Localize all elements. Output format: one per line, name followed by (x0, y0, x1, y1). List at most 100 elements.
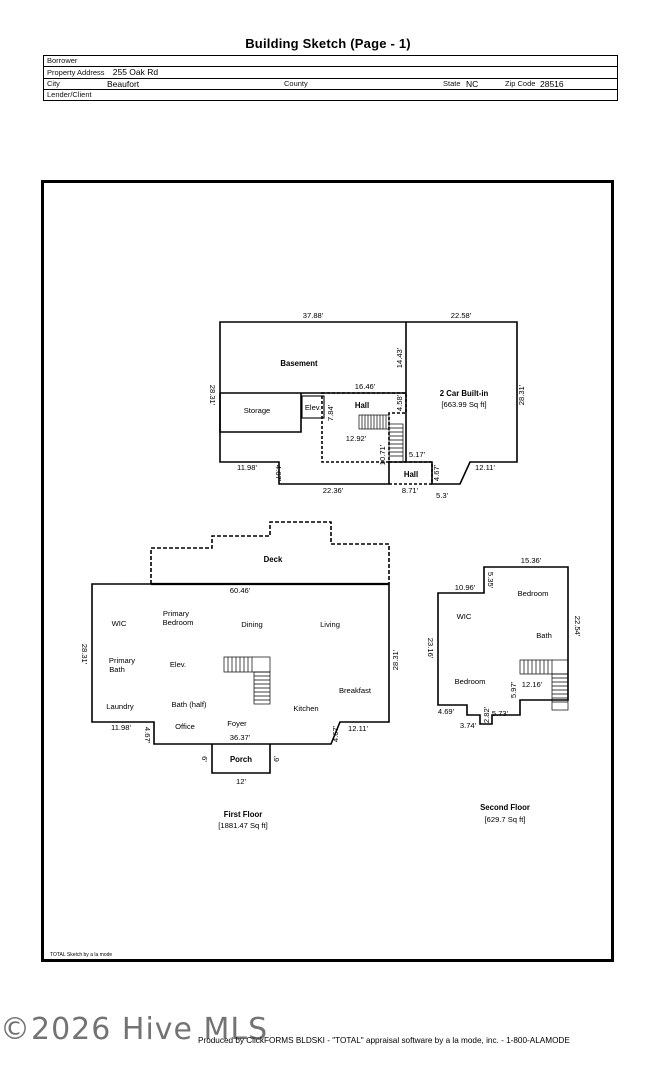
room-storage: Storage (244, 406, 271, 415)
dim-sf-left-top: 10.96' (455, 583, 476, 592)
dim-sf-right: 22.54' (573, 616, 582, 637)
second-floor-outline (437, 566, 569, 725)
dim-right: 28.31' (517, 384, 526, 405)
watermark: ©2026 Hive MLS (0, 1012, 269, 1047)
first-stair-upper-treads (227, 657, 253, 672)
room-living: Living (320, 620, 340, 629)
basement-stair-lower-treads (389, 427, 403, 457)
storage-room (219, 393, 302, 433)
room-bedroom-2: Bedroom (455, 677, 486, 686)
hall2-dashed (389, 461, 433, 485)
dim-porch-right: 6' (272, 756, 281, 762)
room-bath-sf: Bath (536, 631, 552, 640)
dim-porch-left: 6' (200, 756, 209, 762)
county-label: County (284, 79, 308, 88)
city-cell: City Beaufort County State NC Zip Code 2… (43, 78, 618, 90)
room-foyer: Foyer (227, 719, 247, 728)
garage-name: 2 Car Built-in (440, 389, 489, 398)
porch-outline (211, 744, 271, 774)
dim-ff-right: 28.31' (391, 649, 400, 670)
room-elev-basement: Elev. (305, 403, 321, 412)
dim-hall2: 5.17' (409, 450, 426, 459)
room-dining: Dining (241, 620, 263, 629)
dim-bottom-left: 11.98' (237, 463, 257, 472)
first-floor-area: [1881.47 Sq ft] (218, 821, 267, 830)
second-stair-lower-treads (552, 677, 568, 703)
dim-sf-b4: 5.73' (492, 709, 509, 718)
first-stair-upper (223, 656, 271, 673)
second-stair-upper-treads (523, 660, 553, 674)
room-primary-bath-2: Bath (109, 665, 125, 674)
basement-stair-lower (388, 423, 404, 463)
address-label: Property Address (47, 68, 105, 77)
stairs-group (223, 414, 569, 711)
room-elev-ff: Elev. (170, 660, 186, 669)
room-basement: Basement (280, 359, 318, 368)
first-stair-lower-treads (254, 675, 270, 701)
basement-stair-upper-treads (361, 415, 387, 429)
state-value: NC (466, 79, 479, 89)
dim-ff-bottom-left: 11.98' (111, 723, 131, 732)
dim-sf-notch: 5.35' (486, 572, 495, 589)
garage-area: [663.99 Sq ft] (441, 400, 486, 409)
second-stair-lower (551, 673, 569, 711)
room-bath-half: Bath (half) (171, 700, 207, 709)
dim-sf-b2: 3.74' (460, 721, 477, 730)
city-row: City Beaufort County State NC Zip Code 2… (43, 78, 618, 90)
deck-label: Deck (264, 555, 283, 564)
footer-text: Produced by ClickFORMS BLDSKI - "TOTAL" … (198, 1036, 570, 1045)
room-breakfast: Breakfast (339, 686, 372, 695)
room-hall-2: Hall (404, 470, 418, 479)
dim-ff-bottom-mid: 36.37' (230, 733, 251, 742)
dim-sf-b3: 2.82' (482, 706, 491, 723)
dim-under: 5.3' (436, 491, 449, 500)
dim-ff-left: 28.31' (80, 644, 89, 665)
city-label: City (47, 79, 60, 88)
dim-ff-step-left: 4.67' (143, 727, 152, 744)
hall-dashed (321, 392, 407, 463)
room-wic-sf: WIC (457, 612, 472, 621)
sketch-credit: TOTAL Sketch by a la mode (50, 952, 113, 958)
dim-bottom-right: 12.11' (475, 463, 495, 472)
city-value: Beaufort (107, 79, 140, 89)
zip-label: Zip Code (505, 79, 536, 88)
room-laundry: Laundry (106, 702, 134, 711)
elevator-box (301, 395, 325, 419)
dim-step-left: 4.67' (274, 465, 283, 482)
lender-row: Lender/Client (43, 89, 618, 101)
room-office: Office (175, 722, 195, 731)
lender-label: Lender/Client (47, 90, 92, 99)
dim-step-right: 4.67' (432, 464, 441, 481)
dim-sf-left: 23.16' (426, 638, 435, 659)
room-kitchen: Kitchen (293, 704, 318, 713)
dim-hall2-bottom: 8.71' (402, 486, 419, 495)
deck-outline (150, 521, 390, 584)
first-floor-outline (91, 583, 390, 745)
first-floor-label: First Floor (224, 810, 263, 819)
dim-top-right: 22.58' (451, 311, 472, 320)
porch-label: Porch (230, 755, 252, 764)
page-title: Building Sketch (Page - 1) (245, 36, 411, 51)
room-wic-ff: WIC (112, 619, 127, 628)
dim-sf-stair: 12.16' (522, 680, 543, 689)
dim-sf-top: 15.36' (521, 556, 542, 565)
borrower-label: Borrower (47, 56, 78, 65)
dim-elev: 7.84' (326, 404, 335, 421)
dim-hall-bottom: 12.92' (346, 434, 367, 443)
state-label: State (443, 79, 461, 88)
dim-porch-bottom: 12' (236, 777, 246, 786)
dim-inner-vertical: 14.43' (395, 347, 404, 368)
dim-ff-top: 60.46' (230, 586, 251, 595)
lender-cell: Lender/Client (43, 89, 618, 101)
dim-bottom-mid: 22.36' (323, 486, 344, 495)
zip-value: 28516 (540, 79, 564, 89)
dim-top-left: 37.88' (303, 311, 324, 320)
subject-info-table: Borrower Property Address 255 Oak Rd Cit… (43, 55, 618, 101)
second-floor-label: Second Floor (480, 803, 530, 812)
address-value: 255 Oak Rd (112, 67, 159, 77)
dim-hall-side: 4.58' (395, 394, 404, 411)
room-hall: Hall (355, 401, 369, 410)
room-primary-bath-1: Primary (109, 656, 135, 665)
dim-hall-top: 16.46' (355, 382, 376, 391)
